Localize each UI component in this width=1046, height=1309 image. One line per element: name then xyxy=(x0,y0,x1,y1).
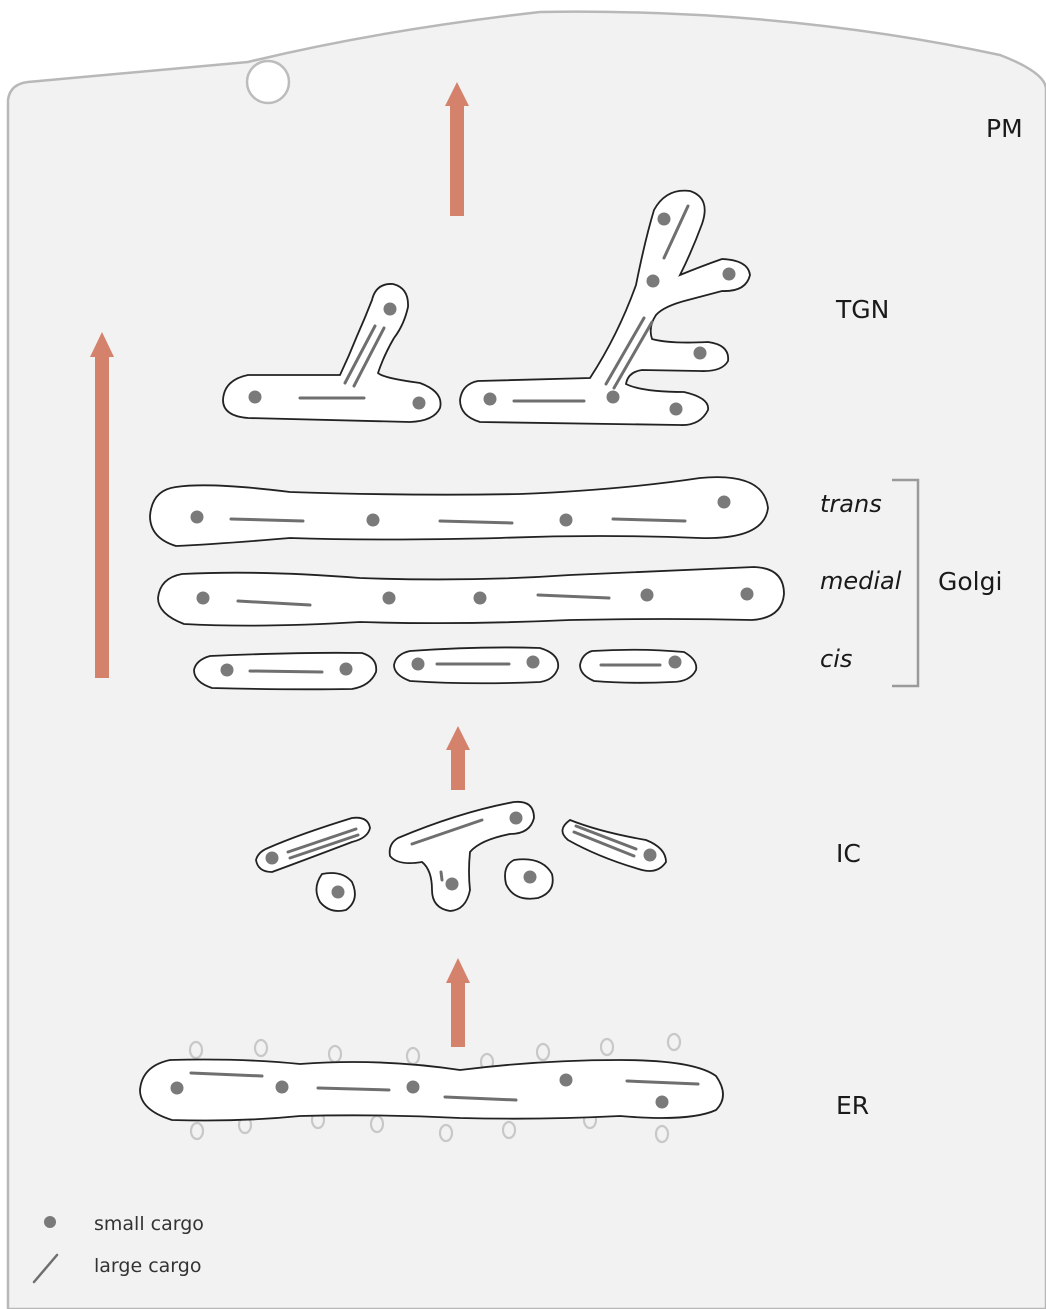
label-cis: cis xyxy=(820,645,852,673)
er-membrane xyxy=(140,1060,723,1121)
label-pm: PM xyxy=(986,114,1023,143)
label-medial: medial xyxy=(820,567,902,595)
label-er: ER xyxy=(836,1091,869,1120)
legend-large-cargo-label: large cargo xyxy=(94,1255,201,1277)
pm-vesicle xyxy=(247,61,289,103)
label-tgn: TGN xyxy=(835,295,889,324)
label-trans: trans xyxy=(820,490,882,518)
label-ic: IC xyxy=(836,839,861,868)
legend-small-cargo-label: small cargo xyxy=(94,1213,204,1235)
golgi-cis-cisternae xyxy=(194,647,696,689)
label-golgi: Golgi xyxy=(938,567,1002,596)
legend-small-cargo-dot-icon xyxy=(44,1216,56,1228)
